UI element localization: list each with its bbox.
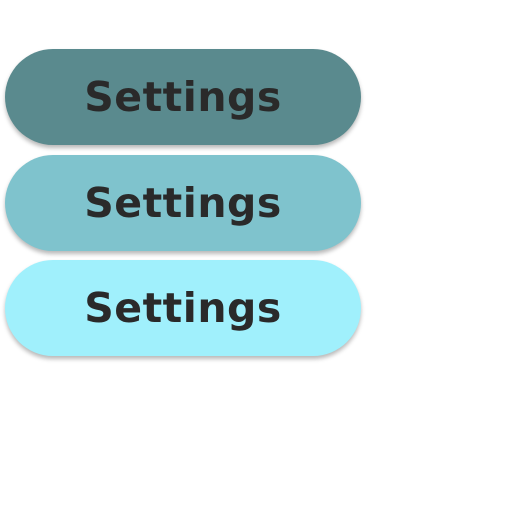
settings-button-normal[interactable]: Settings (5, 260, 361, 356)
settings-button-hover[interactable]: Settings (5, 155, 361, 251)
settings-button-pressed[interactable]: Settings (5, 49, 361, 145)
settings-button-label: Settings (84, 178, 282, 227)
settings-button-label: Settings (84, 283, 282, 332)
settings-button-label: Settings (84, 72, 282, 121)
